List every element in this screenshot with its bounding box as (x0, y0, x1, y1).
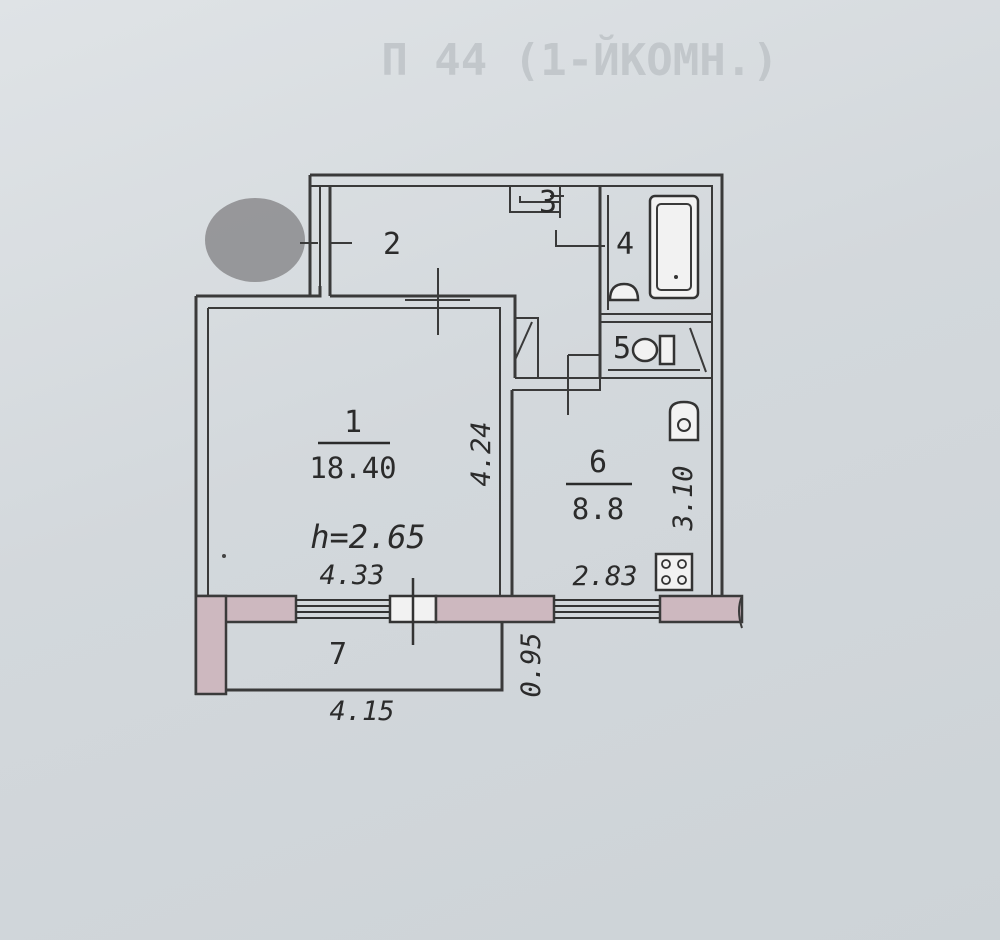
bath-corridor-wall (515, 317, 539, 378)
room3-number: 3 (539, 185, 557, 220)
stove-icon (654, 552, 694, 592)
bath-corridor-diag (514, 321, 533, 361)
kitchen-sink-bowl (677, 418, 691, 432)
facade-wall-seg-2 (434, 594, 556, 624)
room7-number: 7 (329, 637, 347, 672)
room1-area: 18.40 (309, 451, 396, 485)
outer-wall-top-right-inner (310, 185, 713, 600)
balcony-side-wall (194, 594, 228, 696)
room4-door-mark (555, 230, 605, 247)
facade-wall-seg-3 (658, 594, 744, 624)
bathtub-drain (674, 275, 678, 279)
kitchen-width-dim: 2.83 (572, 561, 637, 592)
balcony-outline (226, 622, 504, 692)
closet3-wall-inner (519, 196, 560, 203)
kitchen-sink-icon (668, 400, 700, 442)
toilet-tank (658, 334, 676, 366)
stove-burner-3 (661, 575, 671, 585)
kitchen-top-wall (512, 377, 601, 391)
washbasin-icon (608, 282, 640, 302)
room1-depth-dim: 4.24 (466, 421, 497, 486)
room4-number: 4 (616, 227, 634, 262)
bathtub-icon (648, 194, 700, 300)
room6-area: 8.8 (572, 492, 624, 526)
kitchen-depth-dim: 3.10 (668, 465, 699, 531)
window-kitchen (554, 599, 660, 619)
room1-number: 1 (344, 405, 362, 440)
room6-number: 6 (589, 445, 607, 480)
ceiling-height: h=2.65 (310, 518, 426, 556)
room1-width-dim: 4.33 (319, 560, 384, 591)
stove-burner-2 (677, 559, 687, 569)
room5-number: 5 (613, 331, 631, 366)
outer-wall-top-right (310, 173, 724, 600)
hall-room1-wall (330, 294, 517, 378)
ink-smudge (205, 198, 305, 282)
balcony-depth-dim: 0.95 (516, 632, 547, 697)
bathtub-inner (656, 203, 692, 291)
balcony-width-dim: 4.15 (329, 696, 394, 727)
window-room1 (296, 599, 390, 619)
room1-inner-wall (208, 307, 501, 596)
plan-header-text: П 44 (1-ЙКОМН.) (381, 33, 778, 86)
closet3-wall (509, 186, 560, 213)
stove-burner-4 (677, 575, 687, 585)
toilet-icon (631, 337, 659, 363)
room2-number: 2 (383, 227, 401, 262)
wc-shaft-diag (689, 327, 707, 373)
facade-break-line (738, 595, 743, 629)
stove-burner-1 (661, 559, 671, 569)
pencil-dot (222, 554, 226, 558)
